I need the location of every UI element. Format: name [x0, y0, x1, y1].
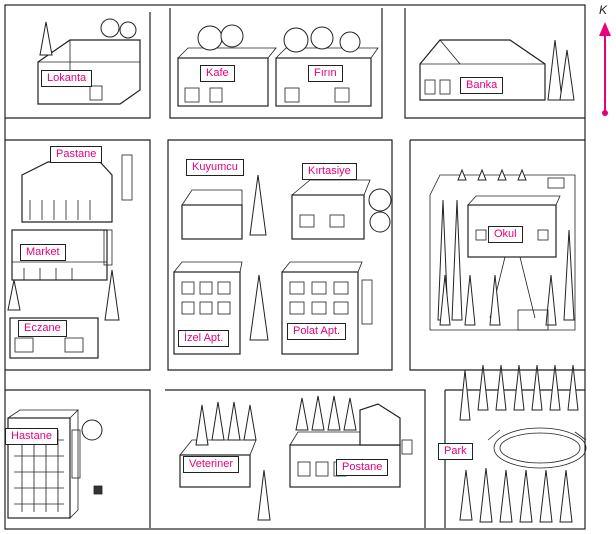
kafe-firin-buildings [177, 24, 379, 107]
label-hastane: Hastane [5, 428, 58, 445]
label-postane: Postane [336, 459, 389, 476]
label-polat-apt: Polat Apt. [287, 323, 347, 340]
label-kafe: Kafe [200, 65, 235, 82]
center-north-buildings [181, 174, 392, 240]
map-border [4, 4, 586, 530]
label-okul: Okul [488, 226, 523, 243]
school-grounds [429, 168, 576, 331]
banka-building [419, 39, 575, 101]
label-veteriner: Veteriner [183, 456, 240, 473]
label-firin: Fırın [308, 65, 343, 82]
label-pastane: Pastane [50, 146, 103, 163]
park-area [459, 364, 587, 523]
street-blocks [5, 8, 585, 528]
north-arrow-icon [599, 22, 611, 116]
label-market: Market [20, 244, 66, 261]
label-eczane: Eczane [18, 320, 67, 337]
label-lokanta: Lokanta [41, 70, 93, 87]
label-banka: Banka [460, 77, 504, 94]
lokanta-building [37, 18, 141, 105]
compass-north-letter: K [599, 3, 608, 17]
label-izel-apt: İzel Apt. [178, 330, 230, 347]
hastane-building [7, 409, 103, 519]
label-kirtasiye: Kırtasiye [302, 163, 357, 180]
label-park: Park [438, 443, 473, 460]
label-kuyumcu: Kuyumcu [186, 159, 244, 176]
